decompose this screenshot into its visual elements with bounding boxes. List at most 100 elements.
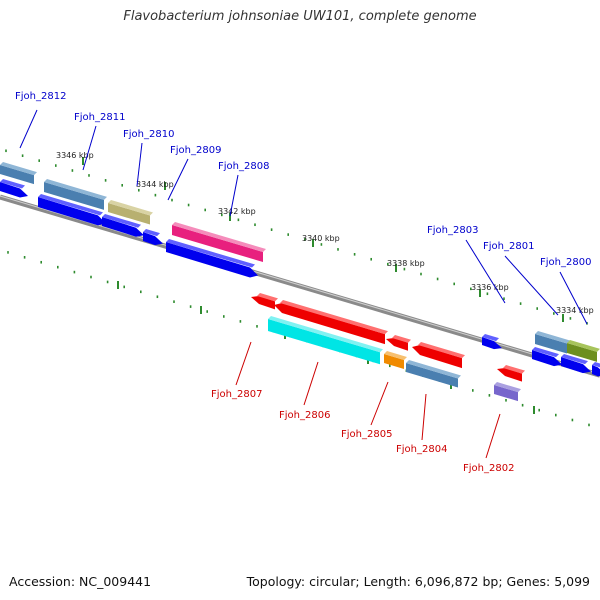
label-pointer-line (421, 393, 427, 441)
gene-box (494, 382, 521, 402)
cds-arrow-top (166, 239, 255, 268)
label-pointer-line (229, 174, 239, 217)
gene-box-top (494, 382, 521, 393)
genome-summary-text: Topology: circular; Length: 6,096,872 bp… (246, 574, 590, 589)
cds-arrow-top (257, 293, 278, 302)
label-pointer-line (370, 381, 389, 426)
cds-arrow (532, 347, 562, 367)
tick-mark-upper (221, 213, 223, 217)
label-pointer-line (19, 109, 38, 149)
tick-mark-upper (569, 317, 572, 320)
gene-label-forward: Fjoh_2812 (15, 91, 66, 102)
tick-mark-lower (521, 403, 524, 407)
major-tick-mark (229, 213, 231, 221)
label-pointer-line (167, 158, 189, 201)
major-tick-mark (479, 289, 481, 297)
tick-mark-upper (287, 233, 289, 236)
tick-mark-upper (21, 154, 24, 158)
label-pointer-line (485, 413, 501, 459)
tick-mark-upper (420, 272, 422, 276)
cds-arrow-body (532, 350, 562, 367)
gene-box (172, 222, 266, 263)
tick-mark-lower (571, 418, 574, 422)
tick-mark-lower (555, 413, 557, 417)
tick-mark-lower (223, 315, 225, 318)
cds-arrow-top (592, 362, 600, 368)
gene-box (0, 162, 37, 185)
kbp-label: 3338 kbp (387, 259, 425, 268)
gene-box-body (172, 225, 263, 263)
cds-arrow-body (497, 368, 522, 382)
tick-mark-upper (88, 174, 90, 177)
label-pointer-line (303, 361, 319, 406)
cds-arrow-body (143, 232, 163, 246)
tick-mark-lower (106, 280, 109, 284)
tick-mark-lower (40, 260, 42, 264)
label-pointer-line (235, 341, 252, 386)
gene-label-forward: Fjoh_2811 (74, 112, 125, 123)
gene-label-reverse: Fjoh_2804 (396, 444, 447, 455)
tick-mark-upper (254, 223, 256, 227)
tick-mark-lower (73, 270, 76, 274)
gene-box (406, 360, 461, 388)
tick-mark-upper (71, 169, 74, 172)
major-tick-mark (82, 157, 84, 165)
gene-box-body (535, 334, 567, 354)
cds-arrow (38, 194, 106, 226)
tick-mark-upper (138, 188, 140, 192)
tick-mark-lower (588, 423, 590, 427)
tick-mark-upper (370, 257, 372, 261)
tick-mark-upper (536, 307, 538, 310)
major-tick-mark (117, 281, 119, 289)
tick-mark-upper (104, 179, 107, 182)
cds-arrow-top (38, 194, 103, 216)
tick-mark-lower (7, 251, 9, 254)
cds-arrow-top (532, 347, 559, 358)
cds-arrow-body (38, 197, 106, 226)
cds-arrow-top (143, 229, 160, 237)
tick-mark-upper (337, 248, 339, 251)
kbp-label: 3342 kbp (218, 207, 256, 216)
tick-mark-upper (553, 312, 555, 315)
cds-arrow-body (102, 217, 144, 237)
gene-box-body (44, 182, 104, 210)
cds-arrow-body (274, 303, 385, 345)
kbp-label: 3336 kbp (471, 283, 509, 292)
tick-mark-upper (154, 193, 157, 197)
tick-mark-upper (237, 218, 240, 222)
gene-box (108, 200, 153, 225)
tick-mark-upper (470, 287, 472, 291)
tick-mark-upper (453, 282, 455, 286)
tick-mark-lower (156, 295, 159, 299)
major-tick-mark (200, 306, 202, 314)
tick-mark-lower (173, 300, 175, 303)
genome-backbone (0, 194, 600, 378)
label-pointer-line (504, 255, 559, 316)
map-title: Flavobacterium johnsoniae UW101, complet… (123, 9, 477, 24)
cds-arrow (592, 362, 600, 377)
tick-mark-upper (55, 164, 57, 167)
tick-mark-lower (140, 290, 142, 294)
cds-arrow-body (0, 182, 28, 198)
gene-box (44, 179, 107, 210)
cds-arrow (274, 300, 388, 345)
label-pointer-line (82, 125, 97, 171)
cds-arrow-body (592, 365, 600, 377)
cds-arrow (386, 335, 411, 351)
gene-label-forward: Fjoh_2803 (427, 225, 478, 236)
major-tick-mark (533, 406, 535, 414)
tick-mark-lower (90, 275, 92, 279)
cds-arrow (412, 342, 465, 369)
cds-arrow (497, 365, 525, 382)
gene-label-reverse: Fjoh_2806 (279, 410, 330, 421)
cds-arrow (561, 354, 591, 374)
tick-mark-upper (204, 208, 206, 212)
tick-mark-upper (519, 302, 522, 305)
tick-mark-lower (206, 310, 208, 313)
tick-mark-upper (353, 253, 356, 256)
tick-mark-upper (503, 297, 505, 300)
cds-arrow-top (0, 179, 25, 189)
kbp-label: 3344 kbp (136, 180, 174, 189)
gene-box (384, 351, 407, 369)
